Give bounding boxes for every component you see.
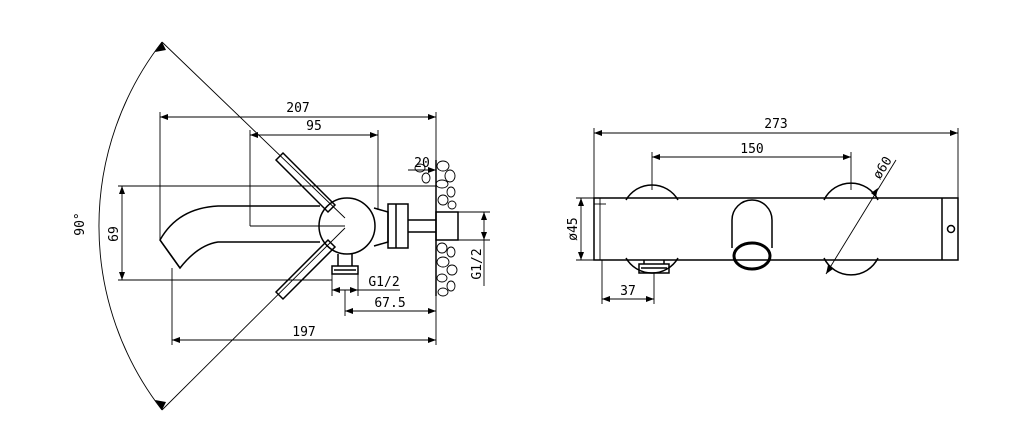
- dim-body-diameter: ø45: [566, 217, 581, 240]
- temp-indicator: [946, 224, 956, 234]
- rotation-arc: [98, 41, 163, 411]
- wall-hatch: [414, 160, 458, 297]
- front-view: 273 150 ø60 ø45 37: [566, 117, 959, 304]
- dim-escutcheon-diameter: ø60: [870, 154, 895, 182]
- lever-lower: [274, 238, 337, 301]
- dim-overall-width: 273: [764, 117, 787, 132]
- dim-overall-length: 207: [286, 101, 309, 116]
- dim-height: 69: [107, 226, 122, 242]
- dim-handle-offset: 95: [306, 119, 322, 134]
- angle-label: 90°: [73, 212, 88, 235]
- dim-inlet-thread: G1/2: [470, 248, 485, 279]
- side-view: 90°: [73, 41, 490, 411]
- lever-upper: [274, 151, 337, 214]
- spout-front: [731, 199, 773, 248]
- dim-wall-depth: 20: [414, 156, 430, 171]
- dim-spout-reach: 197: [292, 325, 315, 340]
- dim-outlet-offset: 67.5: [374, 296, 405, 311]
- spout-outlet: [732, 241, 772, 271]
- dim-center-distance: 150: [740, 142, 763, 157]
- dim-outlet-thread: G1/2: [368, 275, 399, 290]
- dim-front-outlet-offset: 37: [620, 284, 636, 299]
- mixer-body-front: [593, 197, 959, 261]
- spout: [159, 205, 320, 270]
